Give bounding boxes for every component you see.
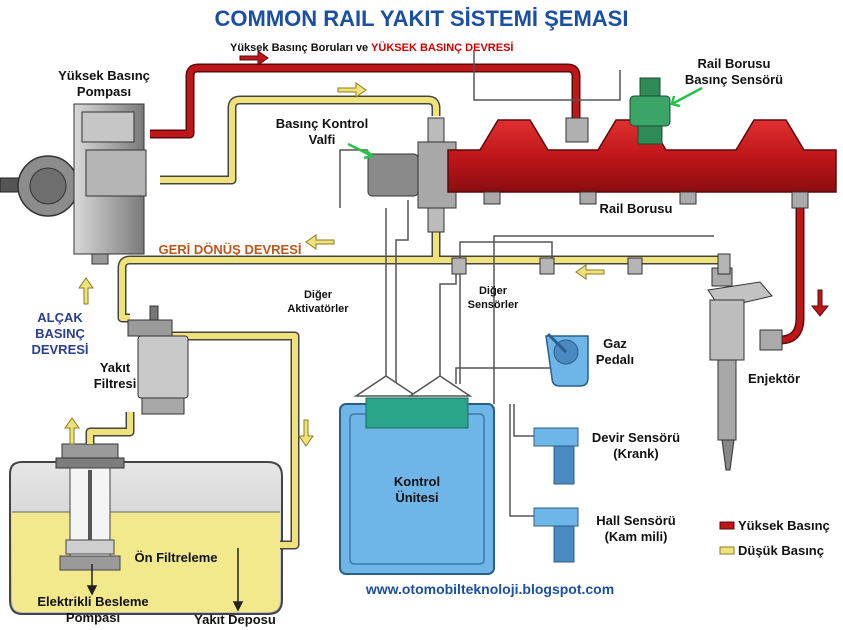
label-hall-sensor: Hall Sensörü (Kam mili) (596, 513, 676, 544)
high-pressure-lines-fill (150, 65, 803, 343)
leader-lines (86, 548, 244, 612)
label-rev-sensor: Devir Sensörü (Krank) (591, 430, 681, 461)
ecu-input-arrows (353, 375, 473, 397)
label-low-pressure-circuit: ALÇAK BASINÇ DEVRESİ (31, 310, 89, 357)
legend-swatches (719, 521, 735, 555)
legend-high-pressure: Yüksek Basınç (738, 518, 830, 533)
pointer-arrows (347, 86, 703, 160)
injector (707, 267, 783, 471)
electric-feed-pump (55, 443, 125, 571)
label-other-actuators: Diğer Aktivatörler (287, 289, 349, 315)
rev-sensor (533, 427, 579, 485)
label-rail-pressure-sensor: Rail Borusu Basınç Sensörü (684, 56, 784, 87)
flow-arrows (64, 50, 830, 447)
control-unit (339, 397, 495, 575)
fuel-tank (9, 461, 283, 615)
gas-pedal-sensor (545, 332, 589, 387)
label-other-sensors: Diğer Sensörler (467, 285, 519, 311)
label-rail-pipe: Rail Borusu (599, 201, 673, 216)
fuel-filter (127, 305, 189, 415)
label-high-pressure-pump: Yüksek Basınç Pompası (58, 68, 150, 99)
label-electric-feed-pump: Elektrikli Besleme Pompası (37, 594, 149, 625)
label-pressure-control-valve: Basınç Kontrol Valfi (275, 116, 369, 147)
rail-pipe (447, 117, 837, 209)
diagram-title: COMMON RAIL YAKIT SİSTEMİ ŞEMASI (214, 6, 629, 31)
high-pressure-pump (0, 103, 147, 265)
subtitle-highlight: YÜKSEK BASINÇ DEVRESİ (371, 42, 514, 54)
label-prefilter: Ön Filtreleme (134, 550, 218, 565)
rail-pressure-sensor (629, 77, 671, 145)
label-control-unit: Kontrol Ünitesi (393, 474, 441, 505)
label-return-circuit: GERİ DÖNÜŞ DEVRESİ (158, 242, 302, 257)
website-url: www.otomobilteknoloji.blogspot.com (365, 581, 615, 597)
subtitle-prefix: Yüksek Basınç Boruları ve (230, 42, 372, 54)
hall-sensor (533, 507, 579, 563)
label-gas-pedal: Gaz Pedalı (595, 336, 635, 367)
return-line-connectors (451, 253, 731, 275)
diagram-subtitle: Yüksek Basınç Boruları ve YÜKSEK BASINÇ … (230, 40, 590, 56)
signal-lines (339, 50, 714, 517)
label-injector: Enjektör (747, 371, 800, 386)
legend-low-pressure: Düşük Basınç (738, 543, 824, 558)
label-fuel-tank: Yakıt Deposu (194, 612, 276, 627)
label-fuel-filter: Yakıt Filtresi (93, 360, 137, 391)
